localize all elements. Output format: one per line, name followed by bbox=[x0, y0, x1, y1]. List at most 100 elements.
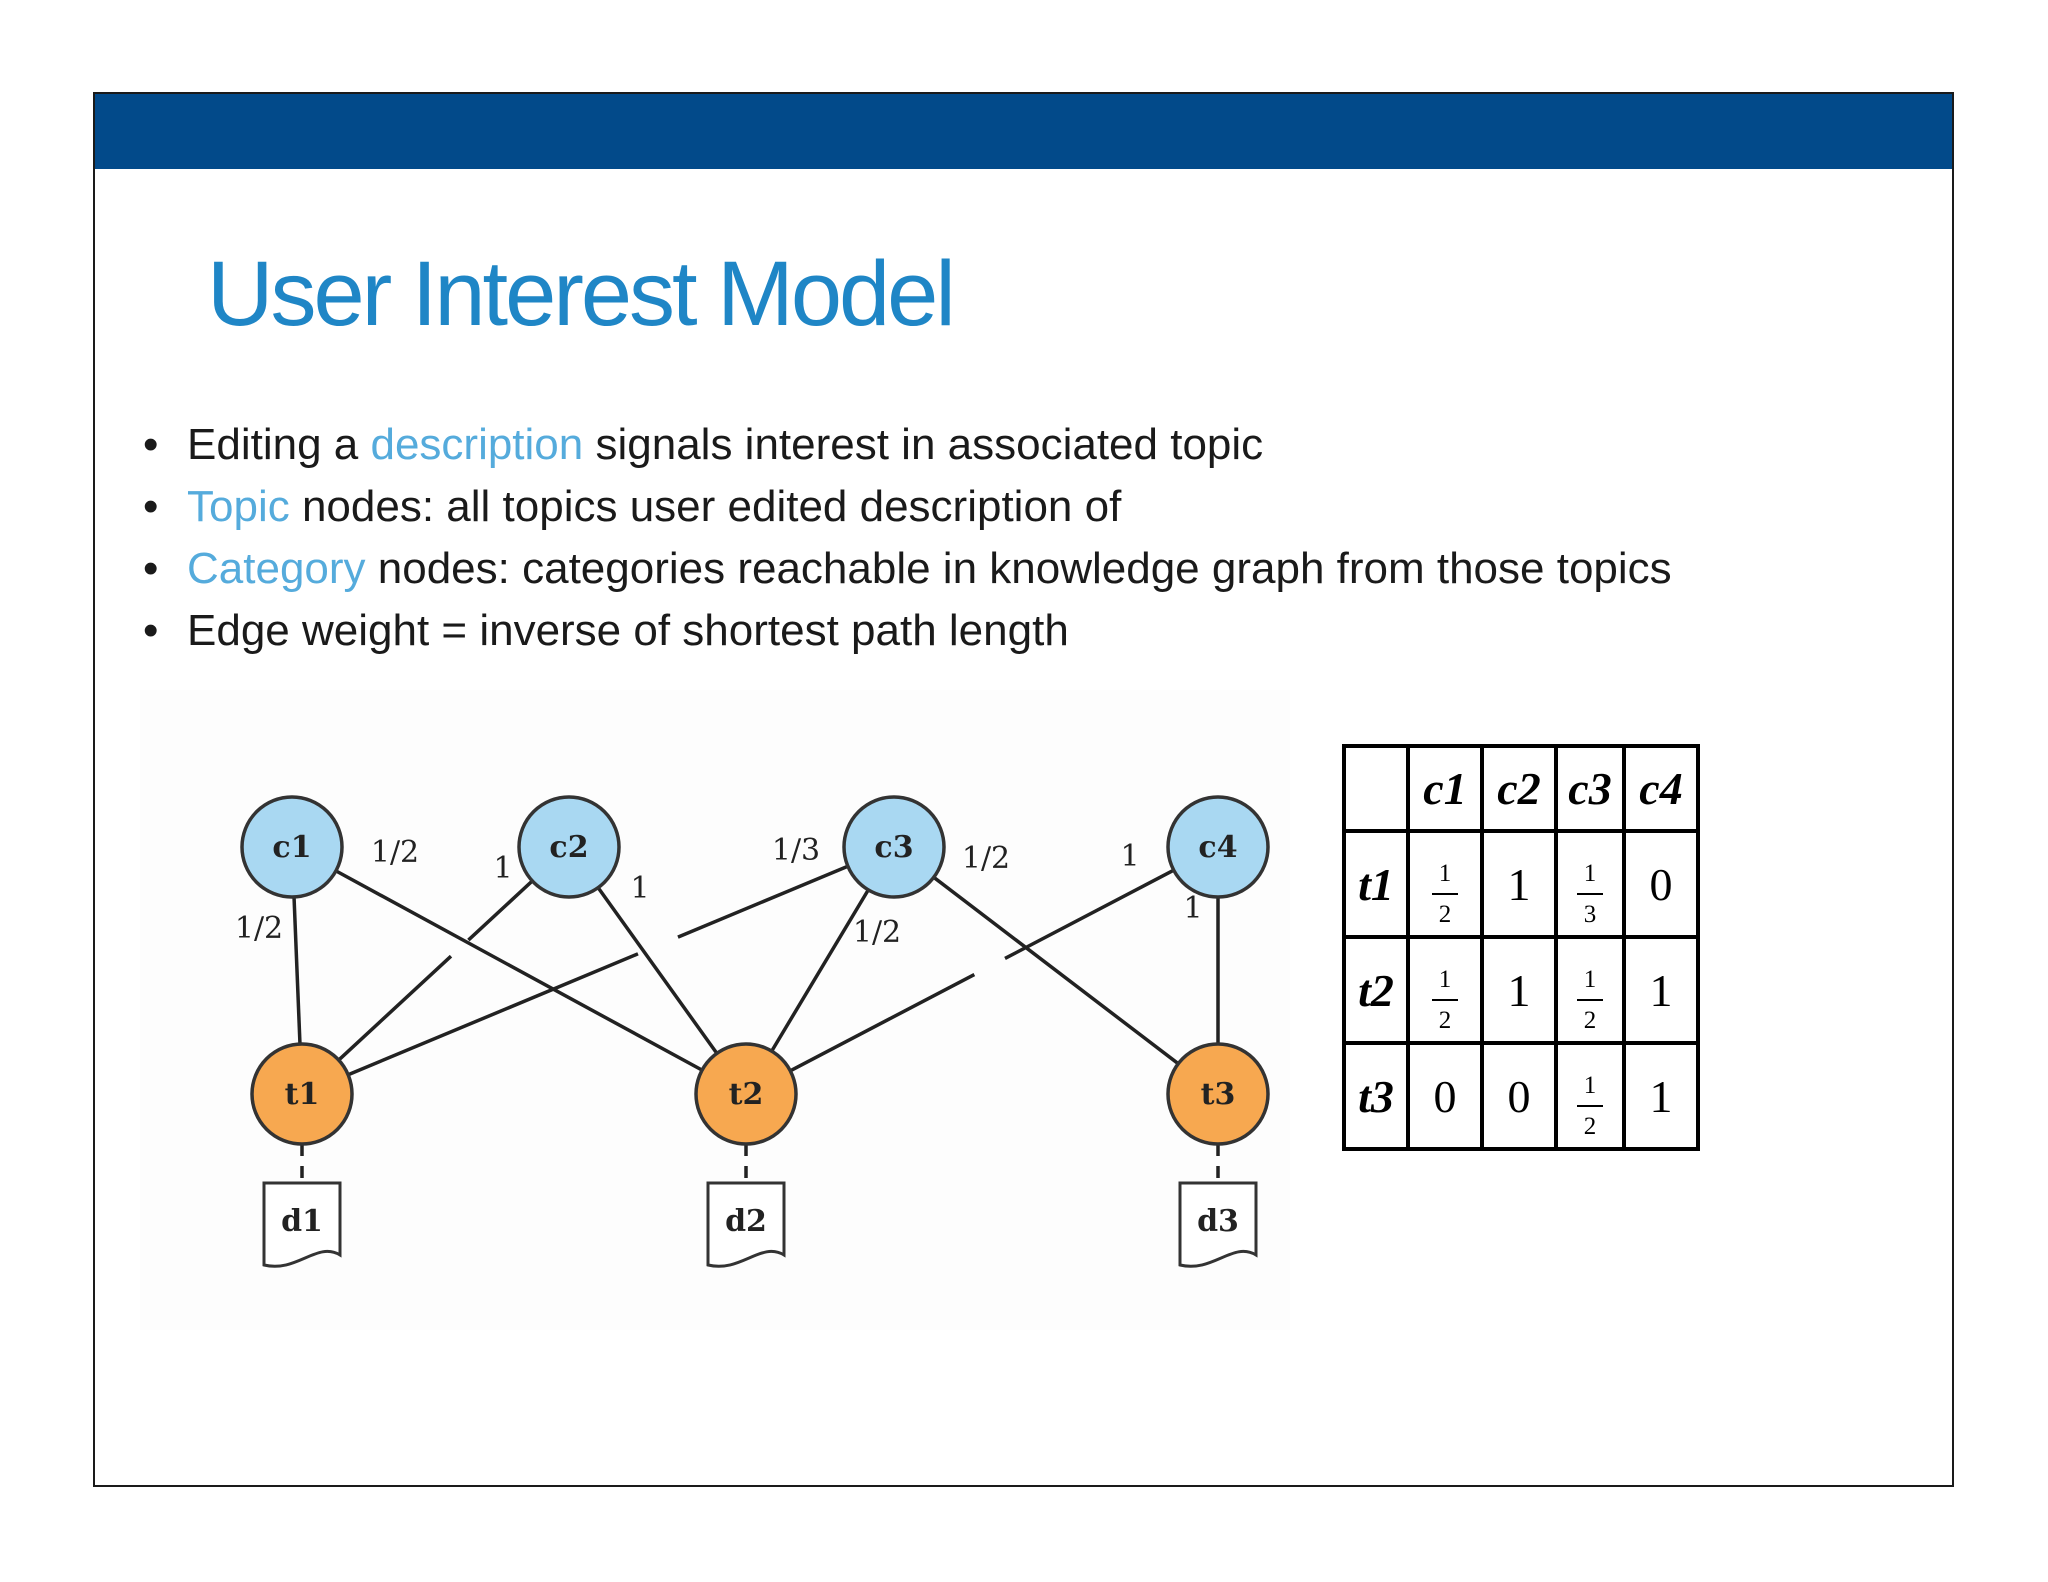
bullet-list: • Editing a description signals interest … bbox=[143, 414, 1672, 662]
edge-weight-label: 1/3 bbox=[772, 833, 820, 868]
bullet-item: • Editing a description signals interest … bbox=[143, 414, 1672, 476]
edge-line bbox=[770, 888, 870, 1053]
edge-weight-label: 1 bbox=[1120, 839, 1139, 874]
matrix-col-header: c2 bbox=[1480, 744, 1558, 833]
edge-weight-label: 1/2 bbox=[371, 835, 419, 870]
bullet-text: nodes: categories reachable in knowledge… bbox=[365, 544, 1672, 593]
bullet-item: • Topic nodes: all topics user edited des… bbox=[143, 476, 1672, 538]
edge-weight-label: 1 bbox=[630, 871, 649, 906]
topic-label: t1 bbox=[285, 1077, 320, 1112]
matrix-row-header: t2 bbox=[1342, 935, 1410, 1045]
topic-label: t3 bbox=[1201, 1077, 1236, 1112]
edge-line bbox=[932, 875, 1180, 1066]
bullet-dot-icon: • bbox=[143, 482, 159, 531]
document-icon bbox=[1178, 1181, 1258, 1268]
matrix-cell: 0 bbox=[1622, 829, 1700, 939]
category-label: c3 bbox=[874, 830, 913, 865]
document-label: d1 bbox=[281, 1204, 323, 1239]
fraction-numerator: 1 bbox=[1576, 965, 1604, 1001]
matrix-corner-cell bbox=[1342, 744, 1410, 833]
category-node bbox=[240, 795, 344, 899]
topic-node bbox=[694, 1042, 798, 1146]
category-node bbox=[517, 795, 621, 899]
edge-weight-label: 1/2 bbox=[235, 911, 283, 946]
bullet-text: Edge weight = inverse of shortest path l… bbox=[187, 606, 1069, 655]
fraction-numerator: 1 bbox=[1576, 1071, 1604, 1107]
edge-line bbox=[347, 952, 639, 1077]
bullet-dot-icon: • bbox=[143, 606, 159, 655]
category-node bbox=[1166, 795, 1270, 899]
fraction-denominator: 2 bbox=[1583, 1112, 1597, 1140]
topic-node bbox=[1166, 1042, 1270, 1146]
matrix-header-row: c1 c2 c3 c4 bbox=[1342, 744, 1700, 833]
interest-graph: 1/2 1/2 1 1 1/3 1/2 1/2 1 1 c1 c2 c3 c4 t1 t2 t3 d1 d2 d3 bbox=[140, 690, 1290, 1330]
matrix-cell: 0 bbox=[1480, 1041, 1558, 1151]
edge-weight-label: 1/2 bbox=[853, 915, 901, 950]
edge-line bbox=[467, 879, 534, 942]
bullet-highlight: Topic bbox=[187, 482, 290, 531]
fraction-numerator: 1 bbox=[1431, 859, 1459, 895]
bullet-item: • Category nodes: categories reachable in… bbox=[143, 538, 1672, 600]
bullet-item: • Edge weight = inverse of shortest path … bbox=[143, 600, 1672, 662]
bullet-dot-icon: • bbox=[143, 544, 159, 593]
fraction-numerator: 1 bbox=[1431, 965, 1459, 1001]
document-label: d2 bbox=[725, 1204, 767, 1239]
fraction-numerator: 1 bbox=[1576, 859, 1604, 895]
document-icon bbox=[262, 1181, 342, 1268]
matrix-cell: 1 bbox=[1622, 1041, 1700, 1151]
slide-title: User Interest Model bbox=[207, 243, 956, 345]
edge-line bbox=[596, 886, 719, 1055]
bullet-text: signals interest in associated topic bbox=[583, 420, 1264, 469]
category-label: c1 bbox=[272, 830, 311, 865]
topic-label: t2 bbox=[729, 1077, 764, 1112]
edge-line bbox=[789, 972, 976, 1073]
fraction-denominator: 2 bbox=[1438, 900, 1452, 928]
matrix-col-header: c1 bbox=[1406, 744, 1484, 833]
edge-line bbox=[335, 869, 703, 1072]
matrix-cell: 1 bbox=[1480, 935, 1558, 1045]
matrix-cell: 1 bbox=[1622, 935, 1700, 1045]
edge-line bbox=[1004, 868, 1175, 961]
edge-line bbox=[292, 896, 302, 1045]
bullet-text: Editing a bbox=[187, 420, 371, 469]
edge-weight-label: 1 bbox=[493, 851, 512, 886]
fraction-denominator: 3 bbox=[1583, 900, 1597, 928]
edge-weight-label: 1/2 bbox=[962, 841, 1010, 876]
bullet-dot-icon: • bbox=[143, 420, 159, 469]
bullet-text: nodes: all topics user edited descriptio… bbox=[289, 482, 1122, 531]
matrix-cell: 0 bbox=[1406, 1041, 1484, 1151]
category-label: c2 bbox=[549, 830, 588, 865]
document-label: d3 bbox=[1197, 1204, 1239, 1239]
bullet-highlight: Category bbox=[187, 544, 366, 593]
edge-line bbox=[337, 954, 453, 1062]
bullet-highlight: description bbox=[370, 420, 584, 469]
matrix-row-header: t3 bbox=[1342, 1041, 1410, 1151]
category-label: c4 bbox=[1198, 830, 1237, 865]
fraction-denominator: 2 bbox=[1583, 1006, 1597, 1034]
header-bar bbox=[95, 94, 1952, 169]
matrix-col-header: c3 bbox=[1554, 744, 1626, 833]
topic-node bbox=[250, 1042, 354, 1146]
edge-weight-label: 1 bbox=[1183, 891, 1202, 926]
matrix-col-header: c4 bbox=[1622, 744, 1700, 833]
matrix-row-header: t1 bbox=[1342, 829, 1410, 939]
edge-line bbox=[677, 864, 849, 939]
fraction-denominator: 2 bbox=[1438, 1006, 1452, 1034]
document-icon bbox=[706, 1181, 786, 1268]
matrix-cell: 1 bbox=[1480, 829, 1558, 939]
category-node bbox=[842, 795, 946, 899]
